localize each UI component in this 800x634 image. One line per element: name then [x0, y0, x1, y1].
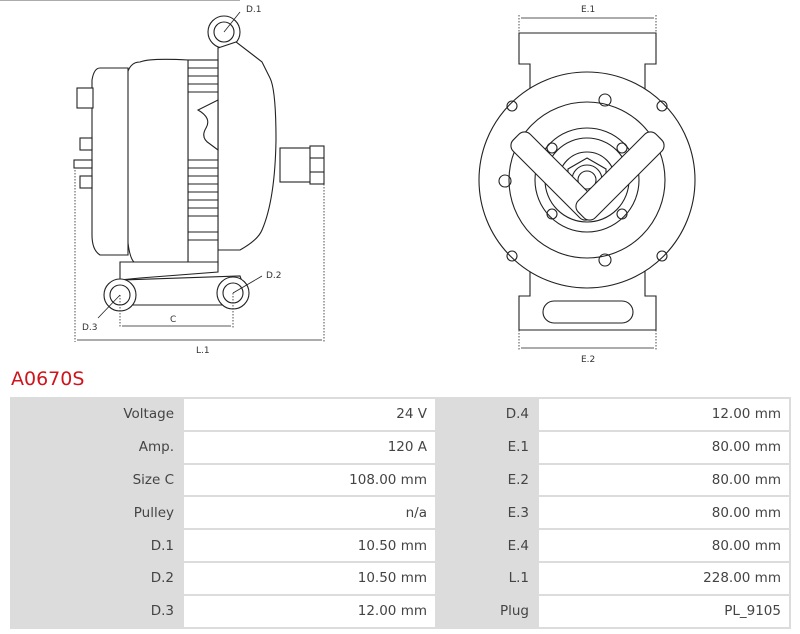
- label-d3: D.3: [82, 323, 98, 333]
- spec-value: 80.00 mm: [539, 497, 789, 529]
- label-d2: D.2: [266, 271, 282, 281]
- spec-value: 108.00 mm: [184, 464, 435, 496]
- spec-label: Pulley: [12, 497, 182, 529]
- label-e2: E.2: [581, 355, 595, 365]
- label-e1: E.1: [581, 5, 595, 15]
- spec-label: Amp.: [12, 431, 182, 463]
- spec-value: 120 A: [184, 431, 435, 463]
- spec-label: D.3: [12, 595, 182, 627]
- spec-label: D.1: [12, 530, 182, 561]
- spec-value: 80.00 mm: [539, 530, 789, 561]
- front-view-drawing: E.1 E.2: [478, 5, 696, 365]
- label-c: C: [170, 315, 176, 325]
- alternator-drawings: D.1 D.2 D.3 C L.1 E.1 E.2: [0, 0, 696, 365]
- spec-label: E.1: [437, 431, 537, 463]
- spec-label: L.1: [437, 562, 537, 594]
- spec-label: E.4: [437, 530, 537, 561]
- side-view-drawing: D.1 D.2 D.3 C L.1: [0, 0, 325, 356]
- spec-value: 12.00 mm: [184, 595, 435, 627]
- label-l1: L.1: [196, 346, 210, 356]
- spec-value: PL_9105: [539, 595, 789, 627]
- label-d1: D.1: [246, 5, 262, 15]
- spec-value: 24 V: [184, 399, 435, 430]
- spec-value: 80.00 mm: [539, 431, 789, 463]
- spec-label: D.4: [437, 399, 537, 430]
- spec-value: 80.00 mm: [539, 464, 789, 496]
- spec-label: Voltage: [12, 399, 182, 430]
- spec-label: E.2: [437, 464, 537, 496]
- spec-label: Size C: [12, 464, 182, 496]
- spec-value: n/a: [184, 497, 435, 529]
- spec-label: Plug: [437, 595, 537, 627]
- spec-value: 12.00 mm: [539, 399, 789, 430]
- spec-value: 10.50 mm: [184, 530, 435, 561]
- product-code-title: A0670S: [11, 368, 85, 390]
- spec-value: 228.00 mm: [539, 562, 789, 594]
- spec-label: E.3: [437, 497, 537, 529]
- spec-value: 10.50 mm: [184, 562, 435, 594]
- spec-label: D.2: [12, 562, 182, 594]
